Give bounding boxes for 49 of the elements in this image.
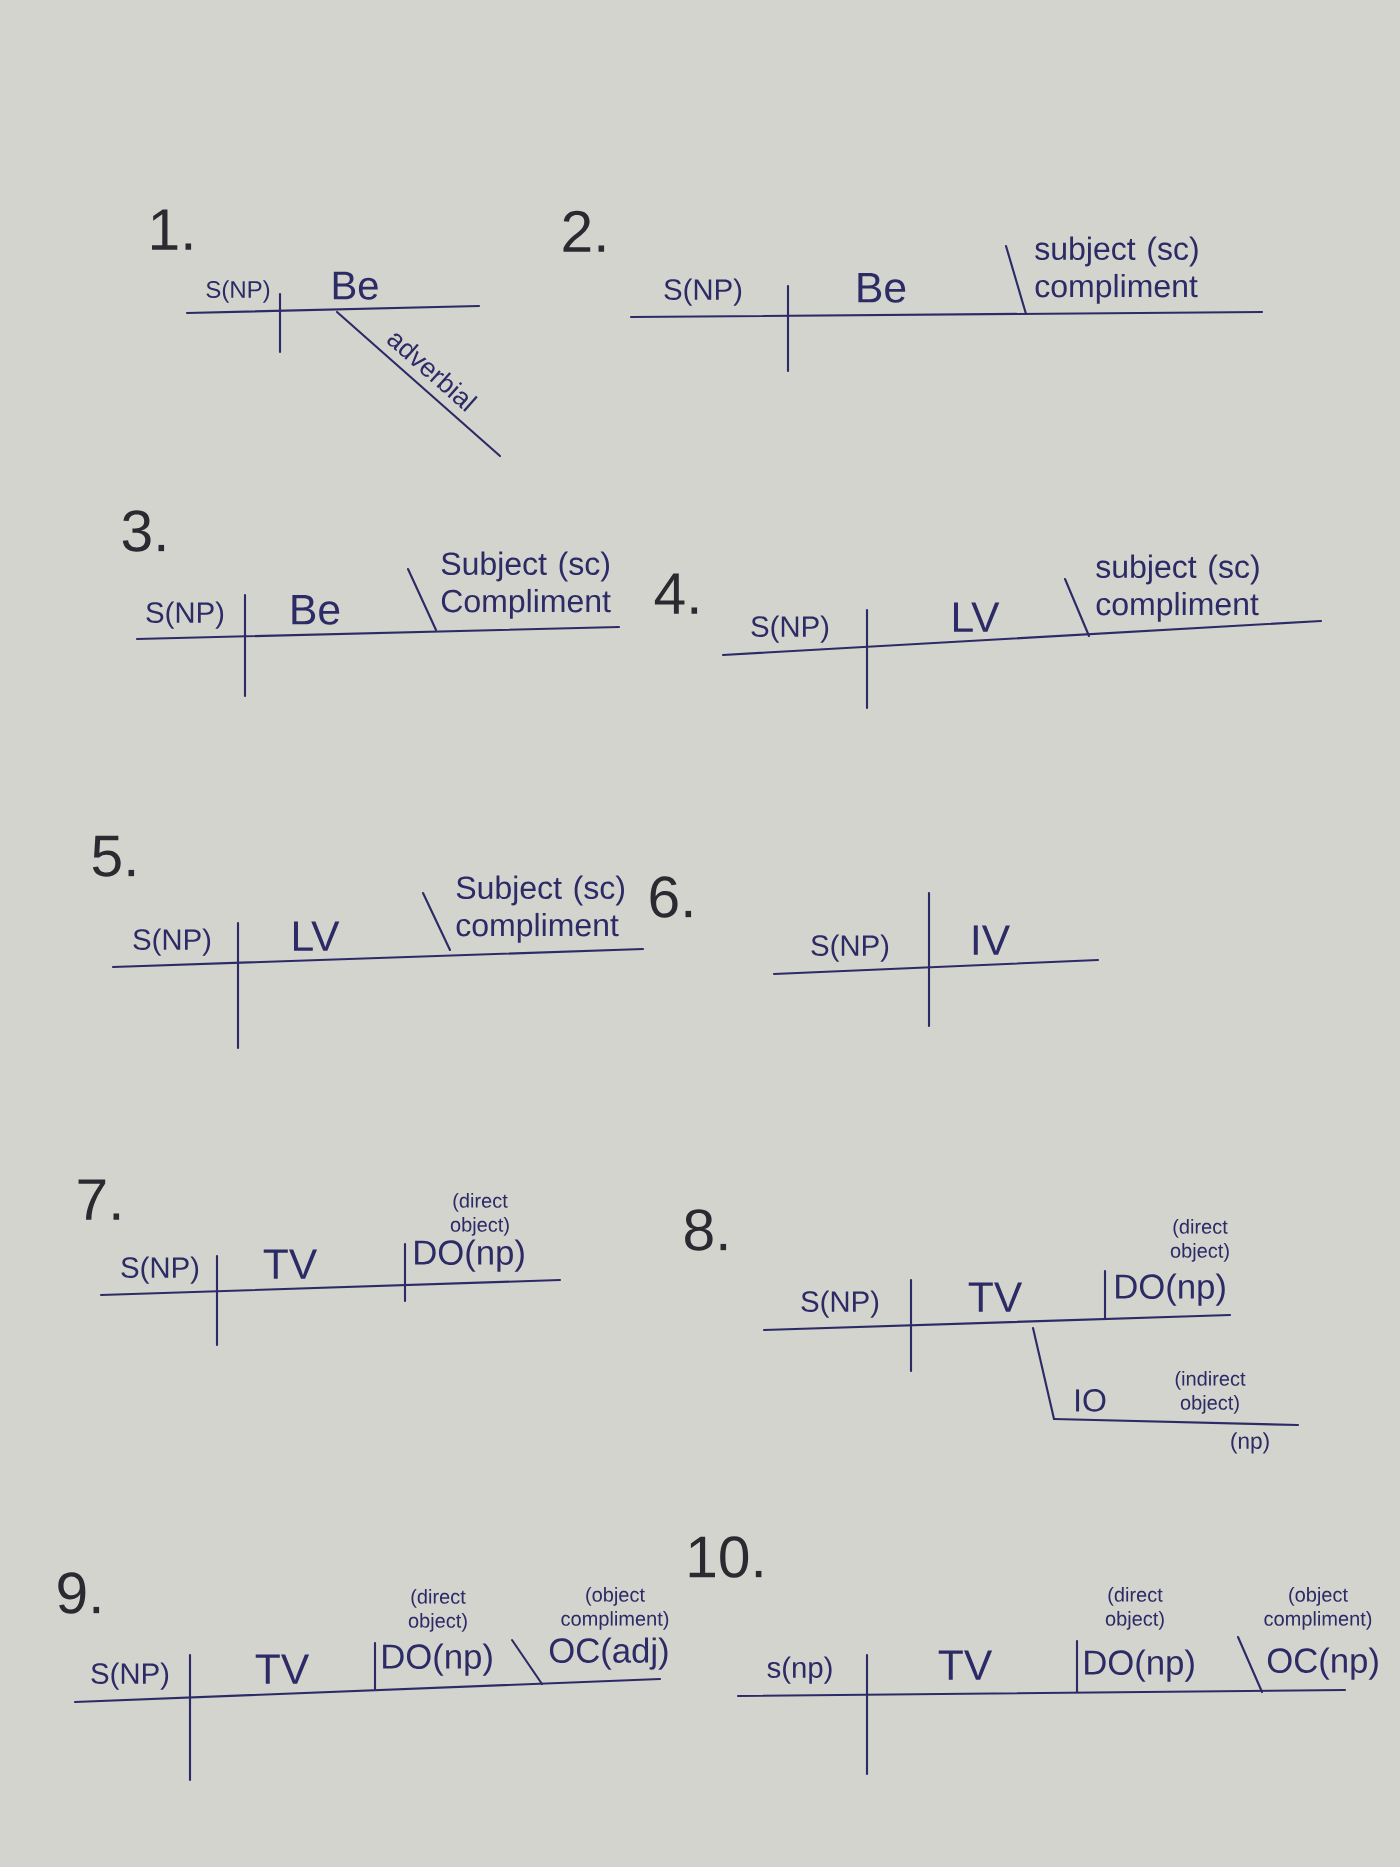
gloss-text: (direct object) (450, 1193, 509, 1236)
diagram-number: 3. (122, 510, 165, 552)
object-text: DO(np) (1085, 1649, 1194, 1682)
verb-text: TV (968, 1282, 1023, 1312)
gloss-text: (direct object) (1105, 1587, 1164, 1630)
subject-text: S(NP) (121, 1256, 199, 1284)
subject-text: S(NP) (664, 278, 742, 306)
object-text: DO(np) (415, 1239, 524, 1272)
verb-text: TV (938, 1650, 993, 1680)
gloss-text: (np) (1231, 1432, 1269, 1454)
subject-text: S(NP) (206, 280, 270, 303)
gloss-text: (object compliment) (1264, 1587, 1372, 1630)
verb-text: LV (294, 921, 340, 951)
diagram-number: 6. (650, 876, 692, 918)
verb-text: IV (973, 925, 1010, 955)
gloss-text: (direct object) (408, 1589, 467, 1632)
object-text: IO (1076, 1389, 1106, 1412)
verb-text: TV (263, 1249, 318, 1279)
object-text: DO(np) (383, 1643, 492, 1676)
diagram-number: 4. (654, 573, 698, 614)
verb-text: Be (858, 273, 906, 303)
subject-text: S(NP) (801, 1290, 879, 1318)
complement-text: subject (sc) compliment (1096, 554, 1259, 622)
complement-text: Subject (sc) compliment (456, 875, 624, 943)
gloss-text: (direct object) (1170, 1219, 1229, 1262)
diagram-number: 1. (152, 209, 192, 250)
gloss-text: (object compliment) (561, 1587, 669, 1630)
object-text: DO(np) (1116, 1273, 1225, 1306)
verb-text: Be (333, 271, 378, 300)
subject-text: S(NP) (133, 928, 211, 956)
diagram-number: 5. (92, 835, 135, 877)
subject-text: S(NP) (146, 601, 224, 629)
verb-text: Be (292, 595, 340, 625)
subject-text: S(NP) (751, 615, 829, 643)
complement-text: subject (sc) compliment (1035, 236, 1198, 304)
verb-text: LV (954, 602, 1000, 632)
diagram-number: 7. (78, 1179, 120, 1220)
subject-text: s(np) (767, 1656, 832, 1684)
complement-text: Subject (sc) Compliment (441, 551, 611, 619)
diagram-number: 9. (58, 1572, 100, 1614)
verb-text: TV (255, 1654, 310, 1684)
complement-text: OC(np) (1267, 1647, 1378, 1680)
diagram-number: 2. (563, 210, 605, 252)
subject-text: S(NP) (811, 934, 889, 962)
subject-text: S(NP) (91, 1662, 169, 1690)
diagram-number: 8. (685, 1209, 727, 1251)
gloss-text: (indirect object) (1175, 1371, 1246, 1414)
complement-text: OC(adj) (549, 1637, 668, 1670)
diagram-number: 10. (689, 1536, 762, 1578)
